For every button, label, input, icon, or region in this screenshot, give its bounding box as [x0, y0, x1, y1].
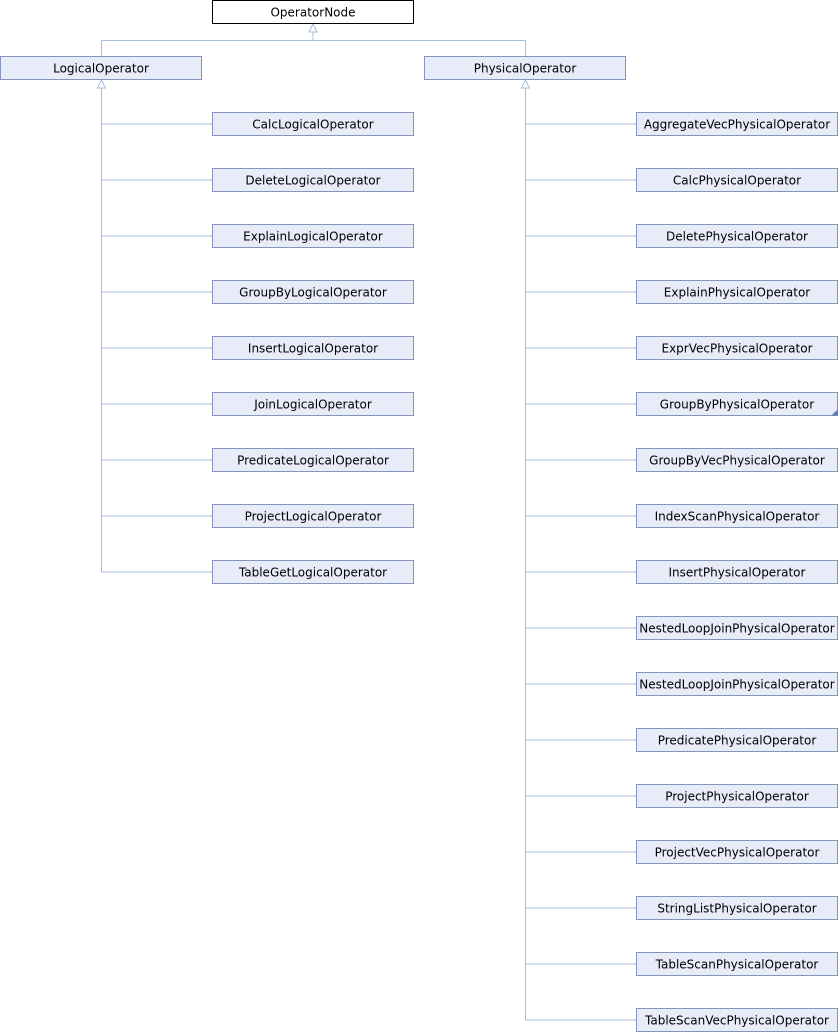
class-expr-vec-physical-operator-label: ExprVecPhysicalOperator: [661, 342, 812, 356]
class-project-logical-operator-box: [212, 504, 414, 528]
inheritance-edges: [96, 22, 636, 1021]
class-join-logical-operator-box: [212, 392, 414, 416]
class-predicate-physical-operator[interactable]: PredicatePhysicalOperator: [636, 728, 838, 752]
class-table-get-logical-operator-box: [212, 560, 414, 584]
class-project-vec-physical-operator-label: ProjectVecPhysicalOperator: [655, 846, 820, 860]
class-physical-operator-box: [424, 56, 626, 80]
class-logical-operator-label: LogicalOperator: [53, 62, 149, 76]
class-operator-node-box: [212, 0, 414, 24]
class-table-scan-vec-physical-operator-label: TableScanVecPhysicalOperator: [644, 1014, 829, 1028]
arrowhead-root: [308, 22, 318, 33]
class-physical-operator[interactable]: PhysicalOperator: [424, 56, 626, 80]
class-nested-loop-join-physical-operator[interactable]: NestedLoopJoinPhysicalOperator: [636, 672, 838, 696]
class-table-scan-vec-physical-operator[interactable]: TableScanVecPhysicalOperator: [636, 1008, 838, 1032]
class-project-logical-operator-label: ProjectLogicalOperator: [245, 510, 382, 524]
class-calc-logical-operator[interactable]: CalcLogicalOperator: [212, 112, 414, 136]
class-project-physical-operator-label: ProjectPhysicalOperator: [665, 790, 809, 804]
class-group-by-vec-physical-operator-label: GroupByVecPhysicalOperator: [649, 454, 825, 468]
class-delete-physical-operator[interactable]: DeletePhysicalOperator: [636, 224, 838, 248]
class-calc-physical-operator-label: CalcPhysicalOperator: [673, 174, 801, 188]
class-delete-logical-operator-box: [212, 168, 414, 192]
class-insert-physical-operator-label: InsertPhysicalOperator: [669, 566, 806, 580]
class-expr-vec-physical-operator[interactable]: ExprVecPhysicalOperator: [636, 336, 838, 360]
class-project-logical-operator[interactable]: ProjectLogicalOperator: [212, 504, 414, 528]
class-explain-physical-operator[interactable]: ExplainPhysicalOperator: [636, 280, 838, 304]
class-insert-logical-operator-label: InsertLogicalOperator: [248, 342, 378, 356]
class-delete-physical-operator-label: DeletePhysicalOperator: [666, 230, 808, 244]
class-aggregate-vec-physical-operator[interactable]: AggregateVecPhysicalOperator: [636, 112, 838, 136]
class-physical-operator-label: PhysicalOperator: [474, 62, 577, 76]
class-explain-physical-operator-label: ExplainPhysicalOperator: [664, 286, 811, 300]
class-join-logical-operator[interactable]: JoinLogicalOperator: [212, 392, 414, 416]
class-insert-physical-operator[interactable]: InsertPhysicalOperator: [636, 560, 838, 584]
class-calc-logical-operator-label: CalcLogicalOperator: [252, 118, 373, 132]
class-table-scan-physical-operator[interactable]: TableScanPhysicalOperator: [636, 952, 838, 976]
class-aggregate-vec-physical-operator-label: AggregateVecPhysicalOperator: [644, 118, 830, 132]
class-calc-physical-operator[interactable]: CalcPhysicalOperator: [636, 168, 838, 192]
class-operator-node-label: OperatorNode: [270, 6, 355, 20]
class-index-scan-physical-operator-label: IndexScanPhysicalOperator: [655, 510, 820, 524]
class-group-by-logical-operator-label: GroupByLogicalOperator: [239, 286, 387, 300]
class-predicate-physical-operator-label: PredicatePhysicalOperator: [658, 734, 817, 748]
class-predicate-logical-operator-label: PredicateLogicalOperator: [237, 454, 389, 468]
class-project-vec-physical-operator[interactable]: ProjectVecPhysicalOperator: [636, 840, 838, 864]
arrowhead-logical: [96, 78, 107, 89]
class-delete-logical-operator[interactable]: DeleteLogicalOperator: [212, 168, 414, 192]
class-group-by-physical-operator-label: GroupByPhysicalOperator: [660, 398, 814, 412]
arrowhead-physical: [520, 78, 531, 89]
class-logical-operator[interactable]: LogicalOperator: [0, 56, 202, 80]
class-nested-loop-join-physical-operator[interactable]: NestedLoopJoinPhysicalOperator: [636, 616, 838, 640]
class-predicate-logical-operator[interactable]: PredicateLogicalOperator: [212, 448, 414, 472]
class-insert-logical-operator-box: [212, 336, 414, 360]
class-join-logical-operator-label: JoinLogicalOperator: [253, 398, 372, 412]
class-project-physical-operator[interactable]: ProjectPhysicalOperator: [636, 784, 838, 808]
class-table-get-logical-operator[interactable]: TableGetLogicalOperator: [212, 560, 414, 584]
class-table-get-logical-operator-label: TableGetLogicalOperator: [238, 566, 387, 580]
class-group-by-logical-operator-box: [212, 280, 414, 304]
class-group-by-physical-operator[interactable]: GroupByPhysicalOperator: [636, 392, 838, 416]
class-logical-operator-box: [0, 56, 202, 80]
class-nested-loop-join-physical-operator-label: NestedLoopJoinPhysicalOperator: [639, 622, 835, 636]
class-group-by-logical-operator[interactable]: GroupByLogicalOperator: [212, 280, 414, 304]
class-string-list-physical-operator-label: StringListPhysicalOperator: [657, 902, 816, 916]
collapsed-children-marker: [831, 409, 838, 416]
class-group-by-vec-physical-operator[interactable]: GroupByVecPhysicalOperator: [636, 448, 838, 472]
class-explain-logical-operator-label: ExplainLogicalOperator: [243, 230, 383, 244]
class-string-list-physical-operator[interactable]: StringListPhysicalOperator: [636, 896, 838, 920]
class-table-scan-physical-operator-label: TableScanPhysicalOperator: [655, 958, 819, 972]
class-delete-logical-operator-label: DeleteLogicalOperator: [245, 174, 380, 188]
class-calc-logical-operator-box: [212, 112, 414, 136]
class-insert-logical-operator[interactable]: InsertLogicalOperator: [212, 336, 414, 360]
class-explain-logical-operator[interactable]: ExplainLogicalOperator: [212, 224, 414, 248]
class-explain-logical-operator-box: [212, 224, 414, 248]
class-nested-loop-join-physical-operator-label: NestedLoopJoinPhysicalOperator: [639, 678, 835, 692]
class-index-scan-physical-operator[interactable]: IndexScanPhysicalOperator: [636, 504, 838, 528]
class-predicate-logical-operator-box: [212, 448, 414, 472]
class-operator-node[interactable]: OperatorNode: [212, 0, 414, 24]
